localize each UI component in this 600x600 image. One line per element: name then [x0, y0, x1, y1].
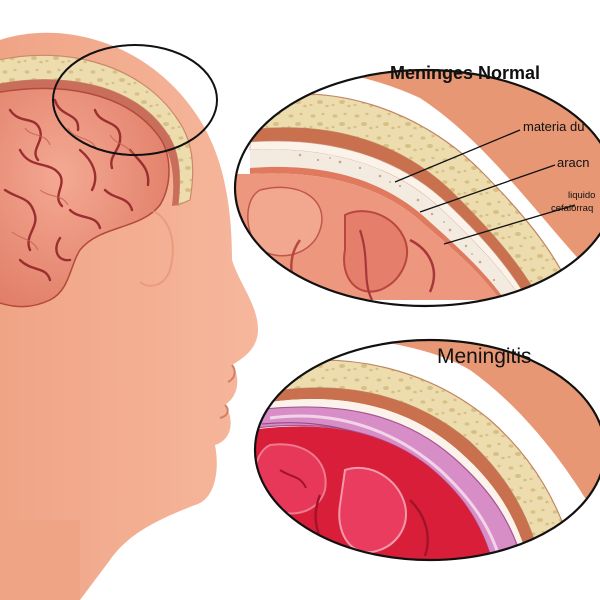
meningitis-panel-title: Meningitis — [437, 345, 532, 368]
neck — [0, 520, 80, 600]
label-csf-line2: cefalorraq — [551, 203, 593, 214]
normal-panel-frame — [233, 68, 600, 308]
brain — [0, 87, 170, 308]
label-dura-mater: materia du — [523, 119, 584, 134]
normal-panel-title: Meninges Normal — [390, 63, 540, 83]
label-arachnoid: aracn — [557, 155, 590, 170]
meningitis-panel: Meningitis — [253, 338, 600, 562]
normal-meninges-panel: Meninges Normal materia du aracn liquido… — [233, 63, 600, 308]
head-silhouette — [0, 32, 258, 600]
zoom-indicator-circle — [52, 44, 218, 156]
meningitis-panel-frame — [253, 338, 600, 562]
label-csf-line1: liquido — [568, 190, 595, 201]
